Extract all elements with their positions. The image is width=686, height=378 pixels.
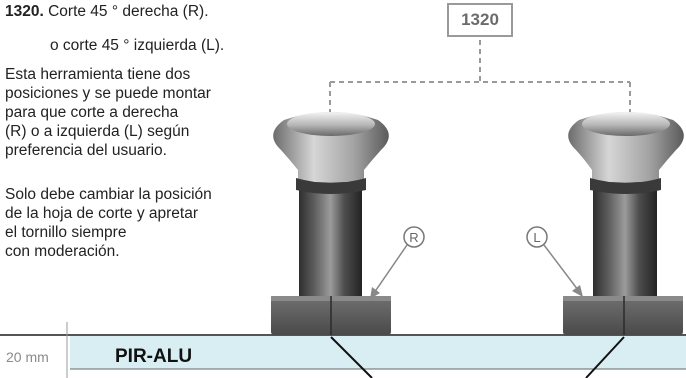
product-code: 1320.	[5, 3, 44, 20]
dashed-connector	[329, 40, 631, 118]
heading-subline: o corte 45 ° izquierda (L).	[50, 37, 225, 54]
instructions-paragraph: Solo debe cambiar la posición de la hoja…	[5, 185, 275, 261]
material-label: PIR-ALU	[115, 346, 193, 367]
paragraph-line: de la hoja de corte y apretar	[5, 205, 199, 222]
description-paragraph: Esta herramienta tiene dos posiciones y …	[5, 65, 275, 160]
paragraph-line: con moderación.	[5, 243, 120, 260]
paragraph-line: el tornillo siempre	[5, 224, 127, 241]
marker-r: R	[370, 226, 425, 299]
pir-alu-board	[70, 336, 686, 369]
marker-r-label: R	[409, 230, 418, 245]
marker-l: L	[526, 226, 583, 297]
paragraph-line: (R) o a izquierda (L) según	[5, 123, 190, 140]
paragraph-line: para que corte a derecha	[5, 104, 179, 121]
paragraph-line: Esta herramienta tiene dos	[5, 66, 191, 83]
paragraph-line: preferencia del usuario.	[5, 142, 167, 159]
paragraph-line: Solo debe cambiar la posición	[5, 186, 212, 203]
paragraph-line: posiciones y se puede montar	[5, 85, 211, 102]
product-code-box: 1320	[447, 3, 513, 37]
cutter-tool-right	[271, 112, 391, 378]
heading-text: Corte 45 ° derecha (R).	[43, 3, 209, 20]
marker-l-label: L	[533, 230, 540, 245]
heading-line: 1320. Corte 45 ° derecha (R).	[5, 2, 209, 21]
thickness-label: 20 mm	[6, 349, 49, 365]
cutter-tool-left	[563, 112, 684, 378]
